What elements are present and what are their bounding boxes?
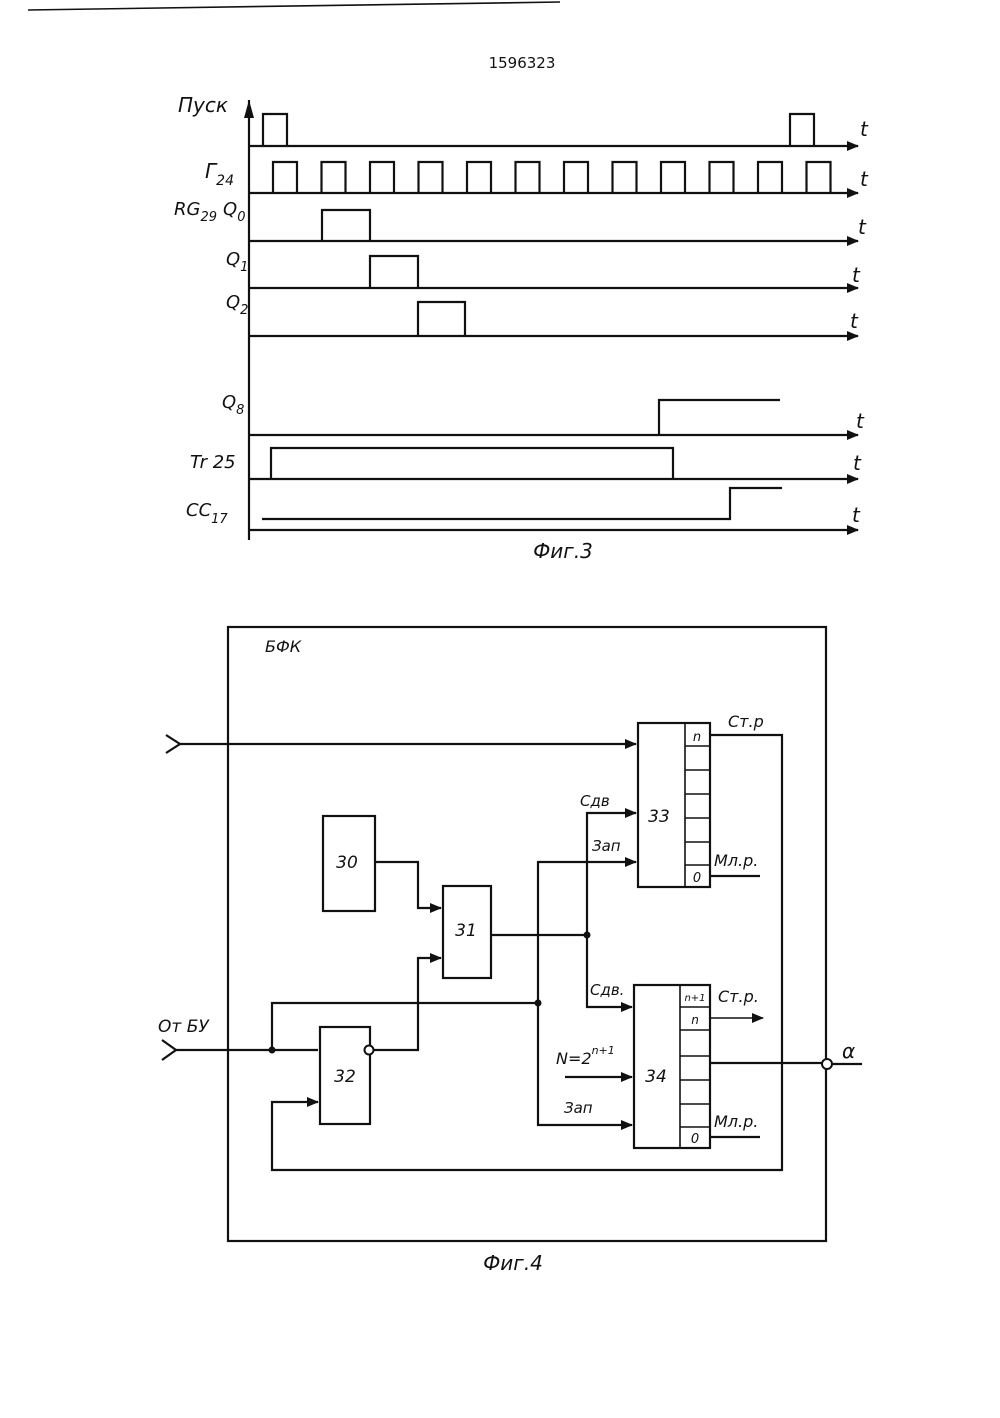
step-q8: [659, 400, 780, 435]
fig3-caption: Фиг.3: [533, 539, 593, 563]
clock-pulse: [516, 162, 540, 193]
fig3-timing-diagram: Пуск t Г24 t RG29Q0 t Q1 t: [174, 93, 869, 563]
time-label: t: [860, 117, 869, 141]
top-edge-line: [28, 2, 560, 10]
counter-33-bottom-cell: 0: [693, 871, 701, 886]
wire-input-to-write-bus: [272, 1003, 538, 1050]
wire-shift-33: [587, 813, 636, 935]
counter-33-msb-wire: [710, 735, 782, 1063]
clock-pulse: [758, 162, 782, 193]
time-label: t: [856, 409, 865, 433]
counter-33-shift-label: Сдв: [580, 792, 610, 810]
counter-34-second-cell: n: [691, 1013, 699, 1027]
pulse-pusk-1: [263, 114, 287, 146]
signal-label-q2: Q2: [226, 292, 248, 318]
fig4-block-diagram: БФК 30 31 От БУ 32: [158, 627, 862, 1275]
signal-row-q2: Q2 t: [226, 292, 859, 336]
block-31-label: 31: [455, 921, 477, 941]
signal-row-q8: Q8 t: [222, 392, 865, 435]
time-label: t: [852, 263, 861, 287]
counter-34-n-label: N=2n+1: [556, 1044, 615, 1068]
counter-34-top-cell: n+1: [684, 993, 705, 1004]
clock-pulse: [613, 162, 637, 193]
time-label: t: [852, 503, 861, 527]
signal-label-pusk: Пуск: [178, 93, 228, 117]
signal-row-q1: Q1 t: [226, 249, 861, 288]
block-30-label: 30: [336, 853, 358, 873]
signal-row-g24: Г24 t: [205, 159, 869, 193]
clock-pulse: [467, 162, 491, 193]
signal-label-rg29-q0: RG29Q0: [174, 199, 245, 225]
signal-label-q8: Q8: [222, 392, 244, 418]
pulse-q0: [322, 210, 370, 241]
clock-pulse: [661, 162, 685, 193]
pulse-q2: [418, 302, 465, 336]
fig3-axis-arrow-icon: [244, 100, 254, 118]
output-label-alpha: α: [842, 1039, 855, 1063]
signal-row-cc17: СС17 t: [186, 488, 861, 530]
counter-34-shift-label: Сдв.: [590, 981, 624, 999]
counter-33-msb-label: Ст.р: [728, 712, 764, 731]
time-label: t: [858, 215, 867, 239]
clock-pulse: [807, 162, 831, 193]
time-label: t: [853, 451, 862, 475]
fig4-caption: Фиг.4: [483, 1251, 543, 1275]
block-32-label: 32: [334, 1067, 356, 1087]
counter-34-msb-label: Ст.р.: [718, 987, 759, 1006]
signal-row-q0: RG29Q0 t: [174, 199, 867, 241]
clock-pulse: [419, 162, 443, 193]
step-cc17: [262, 488, 782, 519]
signal-label-cc17: СС17: [186, 500, 228, 527]
counter-34-lsb-label: Мл.р.: [714, 1112, 758, 1131]
counter-33-top-cell: n: [693, 730, 701, 745]
clock-pulse: [322, 162, 346, 193]
pulse-pusk-2: [790, 114, 814, 146]
output-node: [822, 1059, 832, 1069]
signal-label-g24: Г24: [205, 159, 234, 189]
time-label: t: [850, 309, 859, 333]
clock-pulse: [273, 162, 297, 193]
counter-33-lsb-label: Мл.р.: [714, 851, 758, 870]
bfk-label: БФК: [265, 637, 302, 656]
input-chevron-icon: [162, 1040, 176, 1060]
signal-label-q1: Q1: [226, 249, 248, 275]
counter-34-write-label: Зап: [564, 1099, 593, 1117]
patent-number: 1596323: [489, 54, 556, 72]
input-label-ot-bu: От БУ: [158, 1017, 210, 1037]
counter-33-body: [638, 723, 710, 887]
counter-33-write-label: Зап: [592, 837, 621, 855]
counter-34-bottom-cell: 0: [691, 1132, 699, 1147]
inverted-output-circle: [365, 1046, 374, 1055]
signal-label-tr25: Tr 25: [190, 452, 236, 473]
top-input-chevron-icon: [166, 735, 180, 753]
block-33-label: 33: [648, 807, 670, 827]
signal-row-pusk: Пуск t: [178, 93, 869, 146]
clock-pulses-g24: [273, 162, 831, 193]
block-34-label: 34: [645, 1067, 667, 1087]
clock-pulse: [710, 162, 734, 193]
time-label: t: [860, 167, 869, 191]
pulse-q1: [370, 256, 418, 288]
signal-row-tr25: Tr 25 t: [190, 448, 862, 479]
clock-pulse: [564, 162, 588, 193]
clock-pulse: [370, 162, 394, 193]
pulse-tr25: [271, 448, 673, 479]
wire-30-to-31: [375, 862, 441, 908]
